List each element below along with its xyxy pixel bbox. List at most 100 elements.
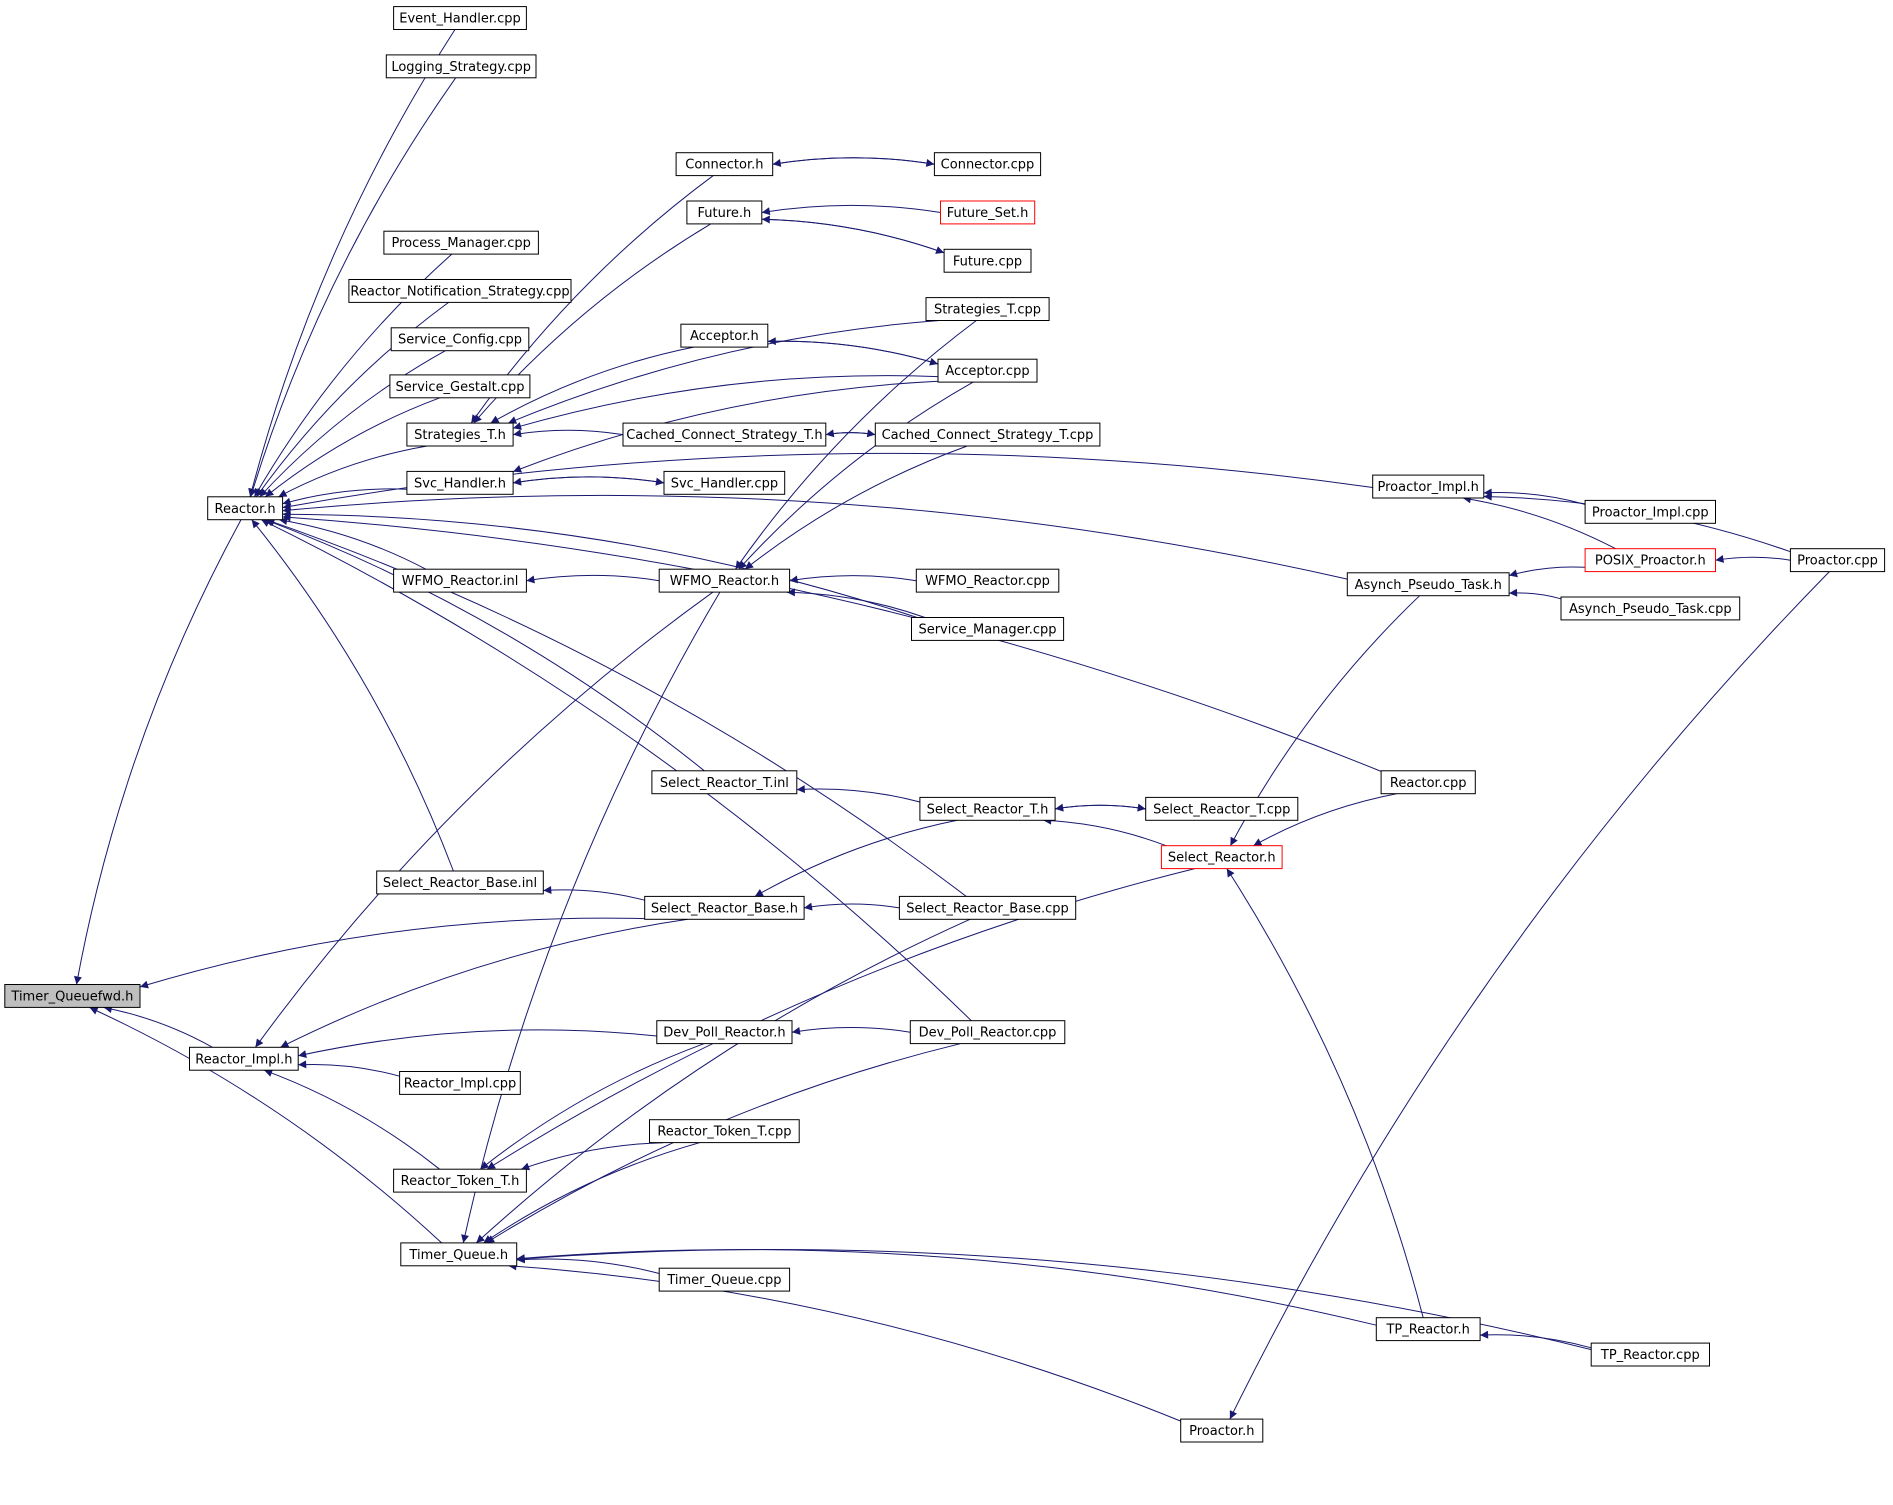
node-select-reactor-t-cpp[interactable]: Select_Reactor_T.cpp <box>1145 796 1299 821</box>
node-label: Svc_Handler.cpp <box>671 476 778 491</box>
node-box <box>1584 499 1716 524</box>
node-asynch-pseudo-task-cpp[interactable]: Asynch_Pseudo_Task.cpp <box>1560 596 1741 621</box>
node-box <box>385 54 537 79</box>
node-box <box>189 1046 299 1071</box>
node-cached-connect-strategy-t-cpp[interactable]: Cached_Connect_Strategy_T.cpp <box>874 422 1101 447</box>
node-timer-queue-cpp[interactable]: Timer_Queue.cpp <box>658 1267 791 1292</box>
node-label: Connector.cpp <box>941 158 1035 173</box>
node-select-reactor-h[interactable]: Select_Reactor.h <box>1160 845 1283 870</box>
node-box <box>915 568 1060 593</box>
node-box <box>399 1071 521 1095</box>
edge-acceptor-cpp-to-strategies-t-h <box>512 375 939 430</box>
node-wfmo-reactor-cpp[interactable]: WFMO_Reactor.cpp <box>915 568 1060 593</box>
node-box <box>383 230 539 255</box>
node-label: Future_Set.h <box>947 206 1029 221</box>
edge-select-reactor-t-h-to-select-reactor-t-cpp <box>1055 803 1146 812</box>
edge-layer <box>74 29 1830 1422</box>
node-label: Select_Reactor_Base.cpp <box>906 901 1069 916</box>
node-box <box>1145 796 1299 821</box>
node-label: Event_Handler.cpp <box>399 12 521 27</box>
node-select-reactor-t-inl[interactable]: Select_Reactor_T.inl <box>651 770 798 795</box>
node-asynch-pseudo-task-h[interactable]: Asynch_Pseudo_Task.h <box>1346 572 1510 597</box>
edge-strategies-t-h-to-reactor-h <box>278 445 427 498</box>
node-timer-queue-h[interactable]: Timer_Queue.h <box>400 1242 518 1267</box>
edge-posix-proactor-h-to-proactor-impl-h <box>1462 495 1616 550</box>
node-label: Timer_Queue.h <box>408 1248 508 1263</box>
edge-dev-poll-reactor-cpp-to-dev-poll-reactor-h <box>791 1026 911 1035</box>
node-future-h[interactable]: Future.h <box>686 200 763 225</box>
node-select-reactor-base-cpp[interactable]: Select_Reactor_Base.cpp <box>898 895 1077 920</box>
node-timer-queuefwd-h[interactable]: Timer_Queuefwd.h <box>4 984 141 1008</box>
node-future-cpp[interactable]: Future.cpp <box>943 248 1032 273</box>
node-tp-reactor-h[interactable]: TP_Reactor.h <box>1375 1317 1481 1342</box>
node-svc-handler-h[interactable]: Svc_Handler.h <box>406 470 514 495</box>
edge-tp-reactor-cpp-to-tp-reactor-h <box>1480 1330 1592 1349</box>
node-reactor-h[interactable]: Reactor.h <box>207 496 284 521</box>
edge-strategies-t-cpp-to-wfmo-reactor-h <box>735 320 977 570</box>
edge-service-manager-cpp-to-reactor-h <box>282 510 918 618</box>
node-label: Reactor.h <box>215 502 276 517</box>
node-service-config-cpp[interactable]: Service_Config.cpp <box>390 327 530 352</box>
node-acceptor-h[interactable]: Acceptor.h <box>680 323 769 348</box>
node-strategies-t-cpp[interactable]: Strategies_T.cpp <box>925 297 1050 322</box>
node-acceptor-cpp[interactable]: Acceptor.cpp <box>937 358 1038 383</box>
node-box <box>940 200 1036 225</box>
node-select-reactor-base-h[interactable]: Select_Reactor_Base.h <box>644 895 805 920</box>
edge-select-reactor-h-to-select-reactor-t-h <box>1043 816 1167 847</box>
node-connector-h[interactable]: Connector.h <box>675 152 774 177</box>
node-proactor-impl-cpp[interactable]: Proactor_Impl.cpp <box>1584 499 1716 524</box>
node-logging-strategy-cpp[interactable]: Logging_Strategy.cpp <box>385 54 537 79</box>
edge-cached-connect-strategy-t-h-to-cached-connect-strategy-t-cpp <box>825 429 876 438</box>
node-reactor-token-t-cpp[interactable]: Reactor_Token_T.cpp <box>649 1119 800 1144</box>
node-box <box>1372 474 1485 499</box>
node-service-manager-cpp[interactable]: Service_Manager.cpp <box>911 617 1065 641</box>
node-reactor-impl-h[interactable]: Reactor_Impl.h <box>189 1046 299 1071</box>
node-event-handler-cpp[interactable]: Event_Handler.cpp <box>393 6 527 30</box>
node-dev-poll-reactor-h[interactable]: Dev_Poll_Reactor.h <box>656 1020 793 1045</box>
node-label: Dev_Poll_Reactor.cpp <box>919 1026 1057 1041</box>
node-box <box>649 1119 800 1144</box>
node-strategies-t-h[interactable]: Strategies_T.h <box>406 422 514 447</box>
node-wfmo-reactor-h[interactable]: WFMO_Reactor.h <box>658 568 791 593</box>
node-cached-connect-strategy-t-h[interactable]: Cached_Connect_Strategy_T.h <box>622 422 827 447</box>
node-box <box>656 1020 793 1045</box>
node-wfmo-reactor-inl[interactable]: WFMO_Reactor.inl <box>393 568 527 593</box>
edge-wfmo-reactor-h-to-reactor-impl-h <box>254 591 714 1048</box>
node-box <box>898 895 1077 920</box>
node-svc-handler-cpp[interactable]: Svc_Handler.cpp <box>663 470 786 495</box>
edge-logging-strategy-cpp-to-reactor-h <box>249 77 457 497</box>
node-reactor-notification-strategy-cpp[interactable]: Reactor_Notification_Strategy.cpp <box>348 279 572 303</box>
node-proactor-impl-h[interactable]: Proactor_Impl.h <box>1372 474 1485 499</box>
edge-future-cpp-to-future-h <box>761 215 945 254</box>
node-label: Service_Manager.cpp <box>918 623 1056 638</box>
node-box <box>943 248 1032 273</box>
node-box <box>390 327 530 352</box>
node-label: POSIX_Proactor.h <box>1595 554 1706 569</box>
edge-reactor-h-to-timer-queuefwd-h <box>74 519 242 985</box>
node-connector-cpp[interactable]: Connector.cpp <box>933 152 1042 177</box>
node-reactor-impl-cpp[interactable]: Reactor_Impl.cpp <box>399 1071 521 1095</box>
node-process-manager-cpp[interactable]: Process_Manager.cpp <box>383 230 539 255</box>
node-service-gestalt-cpp[interactable]: Service_Gestalt.cpp <box>389 374 531 399</box>
node-tp-reactor-cpp[interactable]: TP_Reactor.cpp <box>1590 1342 1710 1367</box>
node-proactor-cpp[interactable]: Proactor.cpp <box>1789 548 1886 573</box>
edge-acceptor-cpp-to-wfmo-reactor-h <box>738 381 974 570</box>
edge-proactor-h-to-timer-queue-h <box>508 1262 1181 1422</box>
node-box <box>1380 770 1476 795</box>
node-select-reactor-base-inl[interactable]: Select_Reactor_Base.inl <box>376 870 544 895</box>
node-reactor-cpp[interactable]: Reactor.cpp <box>1380 770 1476 795</box>
node-posix-proactor-h[interactable]: POSIX_Proactor.h <box>1584 548 1716 573</box>
node-label: Service_Gestalt.cpp <box>396 380 525 395</box>
node-box <box>651 770 798 795</box>
node-reactor-token-t-h[interactable]: Reactor_Token_T.h <box>393 1168 527 1193</box>
node-label: Connector.h <box>685 158 763 173</box>
node-dev-poll-reactor-cpp[interactable]: Dev_Poll_Reactor.cpp <box>909 1020 1066 1045</box>
node-box <box>376 870 544 895</box>
node-proactor-h[interactable]: Proactor.h <box>1180 1418 1264 1443</box>
edge-cached-connect-strategy-t-h-to-strategies-t-h <box>513 429 624 438</box>
node-select-reactor-t-h[interactable]: Select_Reactor_T.h <box>919 796 1056 821</box>
edge-dev-poll-reactor-cpp-to-timer-queue-h <box>485 1043 961 1244</box>
node-label: Select_Reactor_Base.inl <box>383 876 537 891</box>
node-label: Proactor.h <box>1189 1424 1254 1439</box>
node-future-set-h[interactable]: Future_Set.h <box>940 200 1036 225</box>
